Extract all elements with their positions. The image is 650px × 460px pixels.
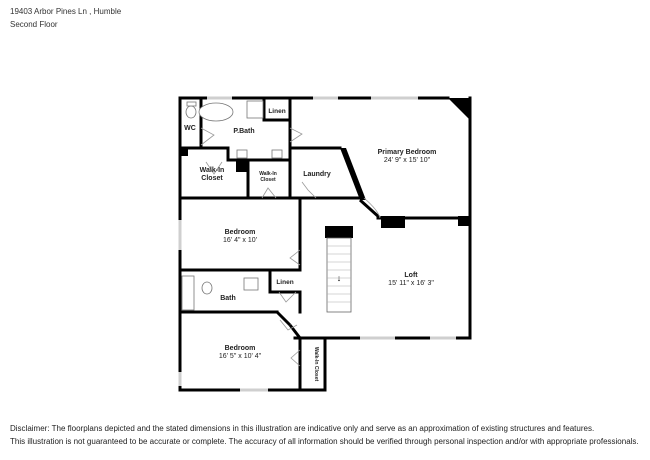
shower-icon bbox=[246, 100, 264, 119]
label-bedroom1: Bedroom bbox=[225, 229, 256, 236]
label-laundry: Laundry bbox=[303, 171, 331, 178]
doors bbox=[200, 127, 381, 367]
column bbox=[180, 148, 188, 156]
label-linen1: Linen bbox=[268, 108, 285, 115]
column bbox=[381, 216, 405, 228]
toilet-icon bbox=[201, 281, 213, 295]
label-wic1-a: Walk-In bbox=[200, 167, 225, 174]
label-wic3: Walk-In Closet bbox=[313, 347, 319, 382]
label-linen2: Linen bbox=[276, 279, 293, 286]
tub-icon bbox=[181, 275, 195, 311]
label-bedroom2: Bedroom bbox=[225, 345, 256, 352]
fixtures bbox=[181, 100, 283, 311]
label-pbath: P.Bath bbox=[233, 128, 254, 135]
label-wic2-b: Closet bbox=[260, 177, 276, 183]
dims-loft: 15' 11" x 16' 3" bbox=[388, 280, 434, 287]
label-loft: Loft bbox=[404, 272, 418, 279]
disclaimer-line-2: This illustration is not guaranteed to b… bbox=[10, 437, 639, 446]
bathtub-icon bbox=[198, 102, 234, 122]
label-bath: Bath bbox=[220, 295, 236, 302]
walls bbox=[178, 96, 472, 392]
sink-icon bbox=[243, 277, 259, 291]
column bbox=[236, 160, 248, 172]
toilet-tank-icon bbox=[186, 101, 197, 107]
label-wic1-b: Closet bbox=[201, 175, 223, 182]
label-wic2-a: Walk-In bbox=[259, 171, 277, 177]
windows bbox=[178, 96, 456, 392]
stairs-down-arrow-icon: ↓ bbox=[337, 273, 342, 283]
staircase: ↓ bbox=[325, 226, 353, 313]
dims-primary-bedroom: 24' 9" x 15' 10" bbox=[384, 157, 431, 164]
label-wc: WC bbox=[184, 125, 196, 132]
wall-diagonal bbox=[340, 148, 366, 200]
column bbox=[458, 216, 470, 226]
toilet-icon bbox=[185, 105, 197, 119]
dims-bedroom1: 16' 4" x 10' bbox=[223, 237, 257, 244]
disclaimer-line-1: Disclaimer: The floorplans depicted and … bbox=[10, 424, 595, 433]
sink-icon bbox=[271, 149, 283, 159]
sink-icon bbox=[236, 149, 248, 159]
floor-label: Second Floor bbox=[10, 20, 58, 29]
label-primary-bedroom: Primary Bedroom bbox=[378, 149, 437, 156]
dims-bedroom2: 16' 5" x 10' 4" bbox=[219, 353, 262, 360]
property-address: 19403 Arbor Pines Ln , Humble bbox=[10, 7, 122, 16]
